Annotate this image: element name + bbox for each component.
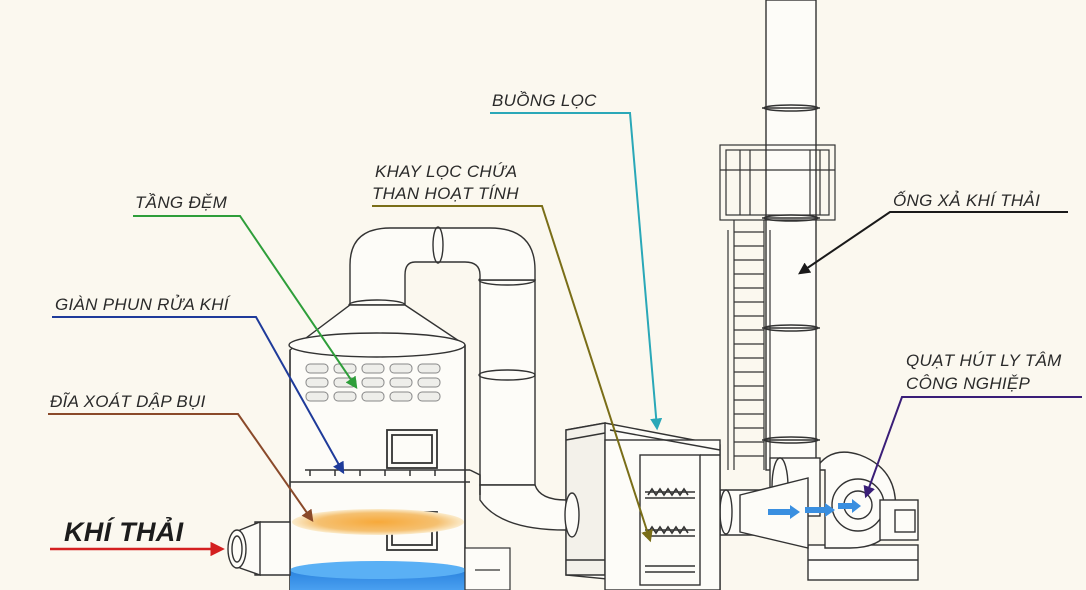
stack-platform [719,144,836,221]
exhaust-stack [762,0,820,471]
label-quat-hut-line2: CÔNG NGHIỆP [906,374,1031,393]
inlet-duct [227,520,291,576]
callout-quat-hut [863,396,1082,499]
label-quat-hut-line1: QUẠT HÚT LY TÂM [906,351,1062,370]
scrubber-tower [288,304,466,590]
label-tang-dem: TẦNG ĐỆM [135,193,228,212]
label-gian-phun: GIÀN PHUN RỬA KHÍ [55,295,229,314]
callout-gian-phun [52,316,345,475]
callout-dia-xoat [48,413,314,522]
label-khi-thai: KHÍ THẢI [64,517,184,547]
label-ong-xa: ỐNG XẢ KHÍ THẢI [893,191,1041,210]
label-buong-loc: BUỒNG LỌC [492,91,597,110]
callout-buong-loc [490,112,663,431]
label-khay-loc-line1: KHAY LỌC CHỨA [375,162,518,181]
stack-ladder [727,220,771,470]
airflow-arrows [768,499,861,519]
recirculation-pump [464,547,511,590]
packing-layer [292,509,464,535]
carbon-filter-chamber [565,422,721,590]
callout-khay-loc [372,205,653,543]
callout-ong-xa [798,211,1068,275]
filter-trays [645,487,695,573]
water-tank [290,561,466,590]
connecting-duct [348,226,580,538]
callout-tang-dem [133,215,358,389]
label-dia-xoat: ĐĨA XOÁT DẬP BỤI [50,392,206,411]
packing-holes [305,363,441,402]
label-khay-loc-line2: THAN HOẠT TÍNH [372,184,519,203]
